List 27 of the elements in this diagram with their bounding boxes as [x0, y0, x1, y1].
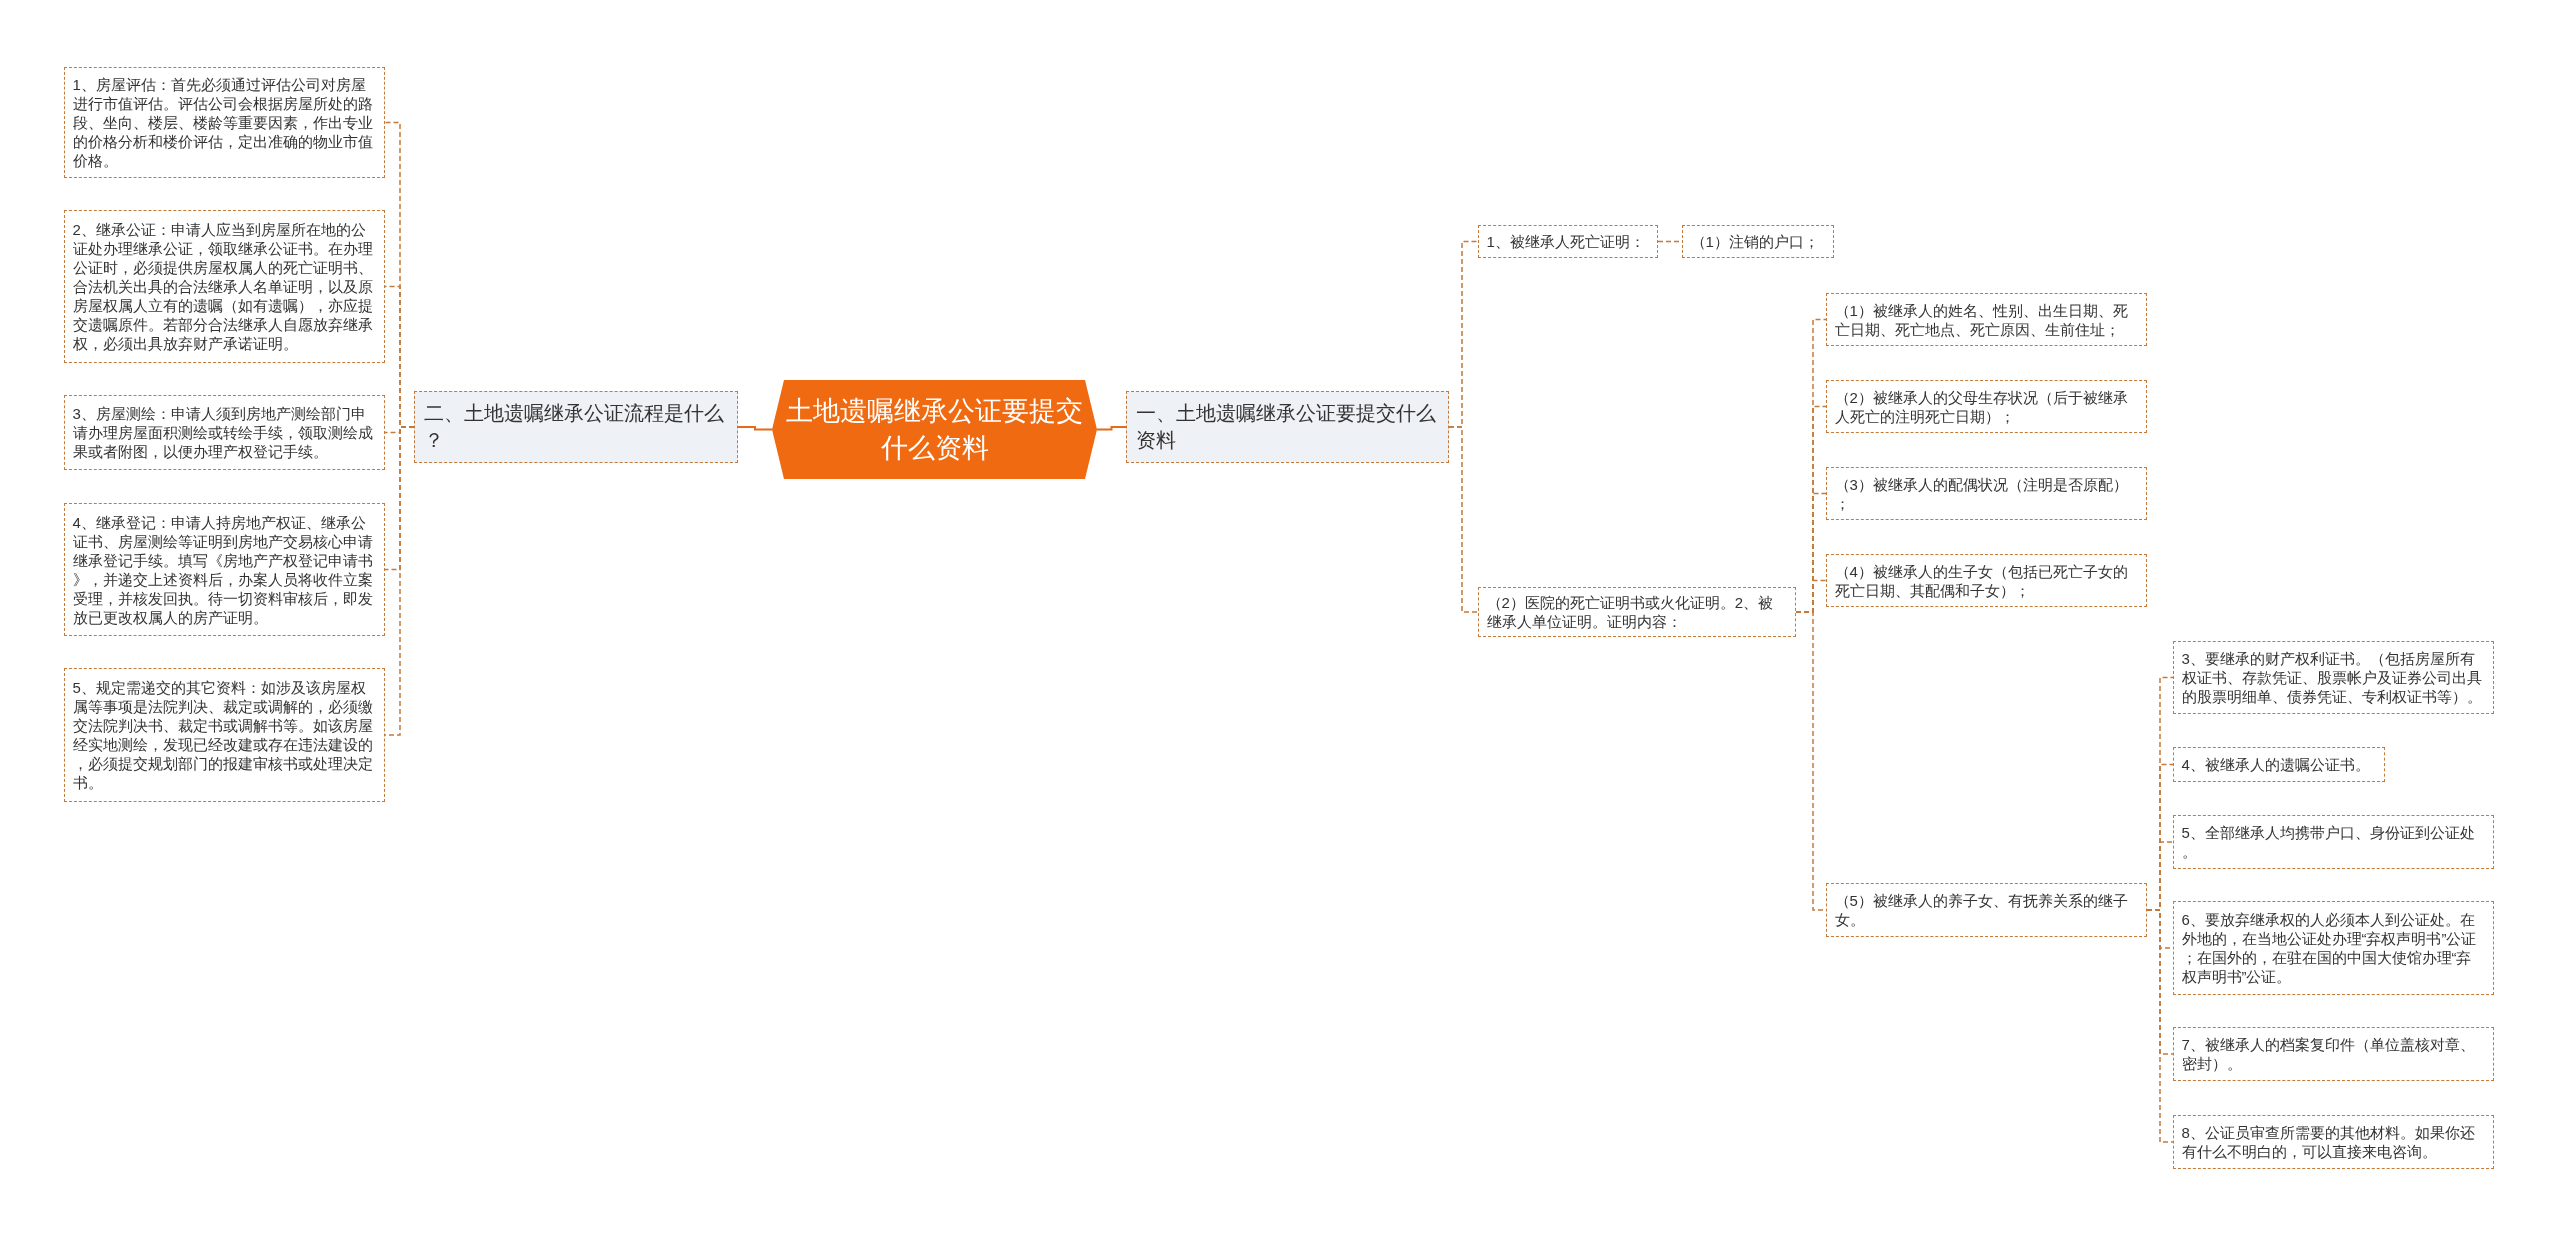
central-topic: 土地遗嘱继承公证要提交什么资料	[772, 380, 1097, 479]
note-box: 4、继承登记：申请人持房地产权证、继承公证书、房屋测绘等证明到房地产交易核心申请继承登记手续。填写《房地产产权登记申请书》，并递交上述资料后，办案人员将收件立案受理，并核发回执。待一切资料审核后，即发放已更改权属人的房产证明。	[64, 503, 385, 636]
connector-line	[1448, 426, 1479, 613]
note-box: （5）被继承人的养子女、有抚养关系的继子女。	[1826, 883, 2147, 937]
note-box: （2）医院的死亡证明书或火化证明。2、被继承人单位证明。证明内容：	[1478, 587, 1796, 637]
connector-line	[384, 426, 415, 736]
note-box: （1）被继承人的姓名、性别、出生日期、死亡日期、死亡地点、死亡原因、生前住址；	[1826, 293, 2147, 346]
note-box: 1、房屋评估：首先必须通过评估公司对房屋进行市值评估。评估公司会根据房屋所处的路段、坐向、楼层、楼龄等重要因素，作出专业的价格分析和楼价评估，定出准确的物业市值价格。	[64, 67, 385, 178]
note-box: 5、全部继承人均携带户口、身份证到公证处。	[2173, 815, 2494, 869]
note-box: 3、房屋测绘：申请人须到房地产测绘部门申请办理房屋面积测绘或转绘手续，领取测绘成果或者附图，以便办理产权登记手续。	[64, 395, 385, 470]
connector-line	[1096, 426, 1127, 431]
note-box: （3）被继承人的配偶状况（注明是否原配）；	[1826, 467, 2147, 520]
note-box: （2）被继承人的父母生存状况（后于被继承人死亡的注明死亡日期）；	[1826, 380, 2147, 433]
note-box: （1）注销的户口；	[1682, 225, 1834, 258]
note-box: （4）被继承人的生子女（包括已死亡子女的死亡日期、其配偶和子女）；	[1826, 554, 2147, 607]
note-box: 6、要放弃继承权的人必须本人到公证处。在外地的，在当地公证处办理“弃权声明书”公证；在国外的，在驻在国的中国大使馆办理“弃权声明书”公证。	[2173, 901, 2494, 995]
note-box: 5、规定需递交的其它资料：如涉及该房屋权属等事项是法院判决、裁定或调解的，必须缴交法院判决书、裁定书或调解书等。如该房屋经实地测绘，发现已经改建或存在违法建设的，必须提交规划部门的报建审核书或处理决定书。	[64, 668, 385, 802]
connector-line	[737, 426, 773, 431]
topic-box: 一、土地遗嘱继承公证要提交什么资料	[1126, 391, 1449, 463]
note-box: 1、被继承人死亡证明：	[1478, 225, 1658, 258]
note-box: 7、被继承人的档案复印件（单位盖核对章、密封）。	[2173, 1027, 2494, 1081]
topic-box: 二、土地遗嘱继承公证流程是什么？	[414, 391, 738, 463]
note-box: 2、继承公证：申请人应当到房屋所在地的公证处办理继承公证，领取继承公证书。在办理公证时，必须提供房屋权属人的死亡证明书、合法机关出具的合法继承人名单证明，以及原房屋权属人立有的遗嘱（如有遗嘱），亦应提交遗嘱原件。若部分合法继承人自愿放弃继承权，必须出具放弃财产承诺证明。	[64, 210, 385, 363]
connector-line	[2146, 909, 2174, 1143]
note-box: 4、被继承人的遗嘱公证书。	[2173, 747, 2385, 782]
note-box: 3、要继承的财产权利证书。（包括房屋所有权证书、存款凭证、股票帐户及证券公司出具的股票明细单、债券凭证、专利权证书等）。	[2173, 641, 2494, 714]
note-box: 8、公证员审查所需要的其他材料。如果你还有什么不明白的，可以直接来电咨询。	[2173, 1115, 2494, 1169]
